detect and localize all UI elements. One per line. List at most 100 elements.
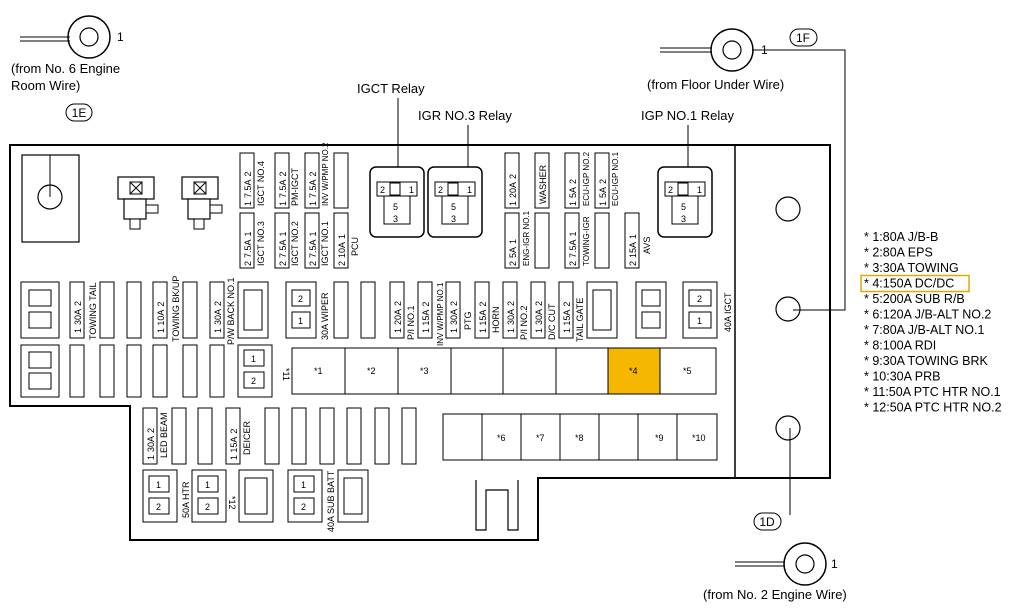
fuse-rating: 7.5A <box>308 179 318 198</box>
fusible-7: *7 <box>536 433 545 443</box>
terminal-1d-label: (from No. 2 Engine Wire) <box>703 587 847 602</box>
connector-1 <box>117 176 159 230</box>
mid-fuse-row: 130A2 TOWING TAIL 110A2 TOWING BK/UP 130… <box>20 276 733 346</box>
relay-igct: IGCT Relay 2 1 5 3 <box>357 81 425 238</box>
fusible-2: *2 <box>367 366 376 376</box>
fusible-link-4-highlight <box>607 347 661 395</box>
fuse-pin: 1 <box>243 231 253 236</box>
relay-pin: 5 <box>393 202 398 212</box>
relay-igr-no3: IGR NO.3 Relay 2 1 5 3 <box>418 108 512 238</box>
fuse-rating: 5A <box>598 187 608 198</box>
fuse-deicer: DEICER <box>242 420 252 455</box>
fuse-rating: 5A <box>508 247 518 258</box>
relay-igp-title: IGP NO.1 Relay <box>641 108 734 123</box>
relay-igct-title: IGCT Relay <box>357 81 425 96</box>
fuse-rating: 7.5A <box>568 239 578 258</box>
fuse-dc-cut: D/C CUT <box>547 303 557 340</box>
fuse-pin: 2 <box>156 502 161 512</box>
fuse-rating: 7.5A <box>243 239 253 258</box>
svg-text:115A2: 115A2 <box>562 302 572 333</box>
terminal-1d-num: 1 <box>831 557 838 571</box>
relay-pin: 3 <box>451 214 456 224</box>
fusible-9: *9 <box>655 433 664 443</box>
fuse-pin: 2 <box>508 174 518 179</box>
svg-text:27.5A1: 27.5A1 <box>568 231 578 266</box>
fuse-pin: 1 <box>628 234 638 239</box>
fusible-link-legend: * 1:80A J/B-B* 2:80A EPS* 3:30A TOWING* … <box>860 230 1002 415</box>
fuse-pin: 2 <box>146 428 156 433</box>
svg-text:27.5A1: 27.5A1 <box>278 231 288 266</box>
svg-text:17.5A2: 17.5A2 <box>278 171 288 206</box>
fuse-block-outline <box>9 144 831 541</box>
fusible-3: *3 <box>420 366 429 376</box>
ecu-fuse-cluster: 120A2 WASHER 15A2 ECU-IGP NO.2 15A2 ECU-… <box>504 151 652 269</box>
fuse-pin: 1 <box>308 231 318 236</box>
fuse-pi-no1: P/I NO.1 <box>406 305 416 340</box>
fuse-pin: 2 <box>598 179 608 184</box>
fuse-pin: 1 <box>301 480 306 490</box>
fuse-pin: 2 <box>278 261 288 266</box>
fuse-pin: 1 <box>298 316 303 326</box>
fuse-towing-bkup: TOWING BK/UP <box>171 276 181 342</box>
fuse-eng-igr-no1: ENG-IGR NO.1 <box>522 210 531 266</box>
fuse-rating: 20A <box>393 309 403 325</box>
relay-pin: 1 <box>409 185 414 195</box>
svg-text:130A2: 130A2 <box>73 301 83 333</box>
svg-text:110A2: 110A2 <box>156 302 166 333</box>
fusible-11-label: *11 <box>281 368 291 381</box>
fuse-pi-no2: P/I NO.2 <box>519 305 529 340</box>
fuse-pin: 1 <box>697 316 702 326</box>
svg-text:120A2: 120A2 <box>393 301 403 333</box>
lower-fuse-area: 130A2 LED BEAM 115A2 DEICER 1 2 50A HTR … <box>142 407 519 532</box>
fuse-igct-no4: IGCT NO.4 <box>256 161 266 206</box>
terminal-1d: 1D 1 (from No. 2 Engine Wire) <box>703 428 847 602</box>
fuse-led-beam: LED BEAM <box>159 412 169 458</box>
bolt-1f <box>775 296 801 322</box>
fuse-pin: 1 <box>337 234 347 239</box>
fuse-rating: 10A <box>337 242 347 258</box>
fuse-rating: 15A <box>229 437 239 453</box>
relay-igr-title: IGR NO.3 Relay <box>418 108 512 123</box>
svg-text:115A2: 115A2 <box>421 302 431 333</box>
legend-item: * 3:30A TOWING <box>864 261 959 275</box>
fuse-rating: 7.5A <box>243 179 253 198</box>
fuse-inv-wpmp-no2: INV W/PMP NO.2 <box>321 142 330 206</box>
relay-pin: 1 <box>467 185 472 195</box>
fuse-pin: 1 <box>568 201 578 206</box>
svg-text:130A2: 130A2 <box>449 301 459 333</box>
fuse-pin: 2 <box>301 502 306 512</box>
bolt-1e <box>37 184 63 210</box>
fuse-40a-igct: 40A IGCT <box>723 292 733 332</box>
terminal-1e-label-1: (from No. 6 Engine <box>11 61 120 76</box>
fusible-8: *8 <box>575 433 584 443</box>
fuse-ecu-igp-no1: ECU-IGP NO.1 <box>611 151 620 206</box>
svg-text:120A2: 120A2 <box>508 174 518 206</box>
fuse-igct-no2: IGCT NO.2 <box>290 221 300 266</box>
fuse-pin: 2 <box>421 302 431 307</box>
legend-item: * 1:80A J/B-B <box>864 230 938 244</box>
svg-text:215A1: 215A1 <box>628 234 638 266</box>
fusible-12-label: *12 <box>227 496 237 510</box>
fuse-pin: 2 <box>568 261 578 266</box>
relay-pin: 3 <box>681 214 686 224</box>
fuse-ptg: PTG <box>463 311 473 330</box>
fuse-rating: 20A <box>508 182 518 198</box>
fuse-pin: 1 <box>506 328 516 333</box>
fuse-pin: 2 <box>73 301 83 306</box>
fuse-pw-back-no1: P/W BACK NO.1 <box>226 277 236 345</box>
fusible-10: *10 <box>692 433 706 443</box>
fuse-rating: 30A <box>506 309 516 325</box>
terminal-1e-num: 1 <box>117 30 124 44</box>
fuse-pin: 1 <box>278 231 288 236</box>
fuse-washer: WASHER <box>538 164 548 204</box>
fuse-rating: 7.5A <box>278 179 288 198</box>
legend-item: * 2:80A EPS <box>864 246 933 260</box>
fuse-rating: 30A <box>146 436 156 452</box>
fuse-40a-sub-batt: 40A SUB BATT <box>326 470 336 532</box>
fusible-6: *6 <box>497 433 506 443</box>
fuse-pin: 1 <box>598 201 608 206</box>
fuse-pin: 2 <box>628 261 638 266</box>
svg-text:130A2: 130A2 <box>213 301 223 333</box>
fuse-pin: 1 <box>156 328 166 333</box>
